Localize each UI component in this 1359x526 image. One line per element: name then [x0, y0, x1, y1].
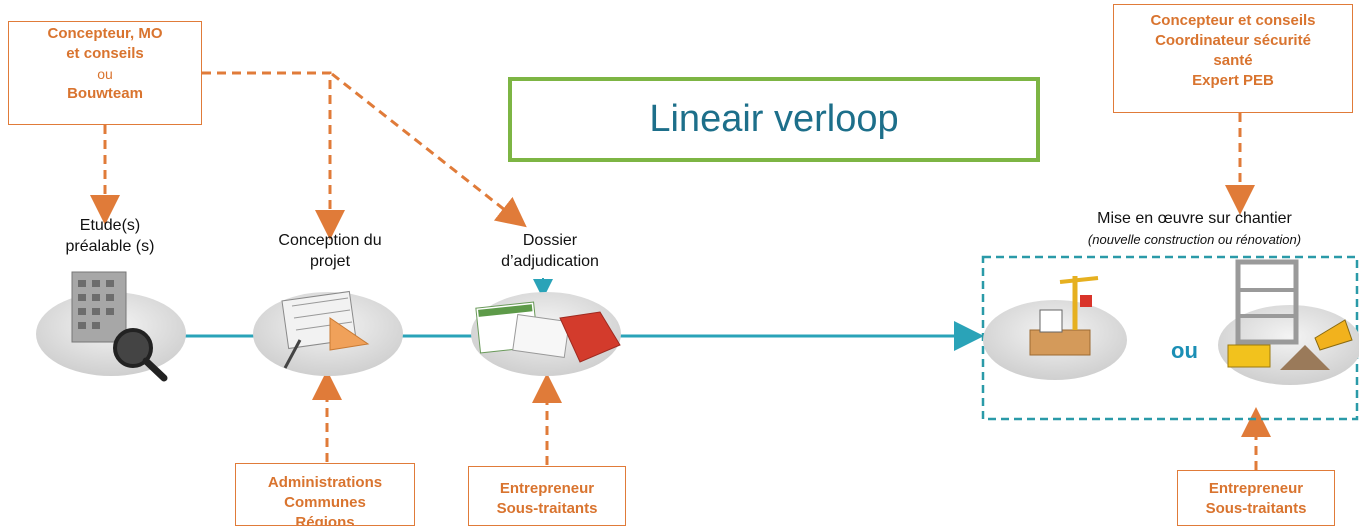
- box-line: Communes: [284, 494, 366, 511]
- stage-label-dossier: Dossier d’adjudication: [480, 230, 620, 272]
- stage-disc-chantier-new: [983, 276, 1127, 380]
- box-concepteur-conseils: Concepteur et conseils Coordinateur sécu…: [1113, 4, 1353, 113]
- box-line: et conseils: [66, 45, 144, 62]
- box-line: Entrepreneur: [1208, 480, 1304, 497]
- box-line: Concepteur, MO: [47, 25, 163, 42]
- stage-label-chantier: Mise en œuvre sur chantier (nouvelle con…: [1030, 208, 1359, 250]
- stage-disc-conception: [253, 290, 403, 376]
- stage-disc-chantier-renovation: [1218, 259, 1359, 385]
- folder-icon: [559, 311, 621, 363]
- box-line: Sous-traitants: [1205, 500, 1307, 517]
- box-line: Bouwteam: [67, 85, 143, 102]
- box-line: Sous-traitants: [496, 500, 598, 517]
- box-concepteur-mo: Concepteur, MO et conseils ou Bouwteam: [8, 21, 202, 125]
- truck-icon: [1227, 344, 1271, 368]
- stage-disc-etude: [36, 271, 186, 382]
- top-left-connectors: [90, 71, 1271, 470]
- box-line: Expert PEB: [1192, 72, 1274, 89]
- stage-label-conception: Conception du projet: [255, 230, 405, 272]
- label-line: projet: [309, 253, 351, 270]
- label-subline: (nouvelle construction ou rénovation): [1087, 232, 1302, 247]
- label-line: Conception du: [278, 232, 382, 249]
- box-line: santé: [1213, 52, 1253, 69]
- rubble-icon: [1280, 345, 1330, 370]
- excavator-icon: [1314, 319, 1353, 351]
- ou-separator: ou: [1171, 338, 1198, 363]
- building-frame-icon: [1235, 259, 1299, 345]
- diagram-title: Lineair verloop: [508, 77, 1040, 162]
- box-line-ou: ou: [97, 66, 113, 82]
- foundation-icon: [1029, 329, 1091, 356]
- stage-disc-dossier: [471, 292, 621, 376]
- box-line: Entrepreneur: [499, 480, 595, 497]
- label-line: préalable (s): [65, 238, 155, 255]
- label-line: Dossier: [522, 232, 578, 249]
- magnifier-icon: [113, 328, 153, 368]
- box-entrepreneur-chantier: Entrepreneur Sous-traitants: [1177, 470, 1335, 526]
- box-line: Coordinateur sécurité: [1155, 32, 1311, 49]
- box-administrations: Administrations Communes Régions: [235, 463, 415, 526]
- label-line: d’adjudication: [501, 253, 599, 270]
- box-line: Administrations: [267, 474, 383, 491]
- box-line: Concepteur et conseils: [1150, 12, 1316, 29]
- label-line: Etude(s): [79, 217, 141, 234]
- label-line: Mise en œuvre sur chantier: [1097, 210, 1292, 227]
- box-entrepreneur-dossier: Entrepreneur Sous-traitants: [468, 466, 626, 526]
- stage-label-etude: Etude(s) préalable (s): [40, 215, 180, 257]
- plan-sheet-icon: [512, 313, 570, 359]
- box-line: Régions: [295, 514, 355, 526]
